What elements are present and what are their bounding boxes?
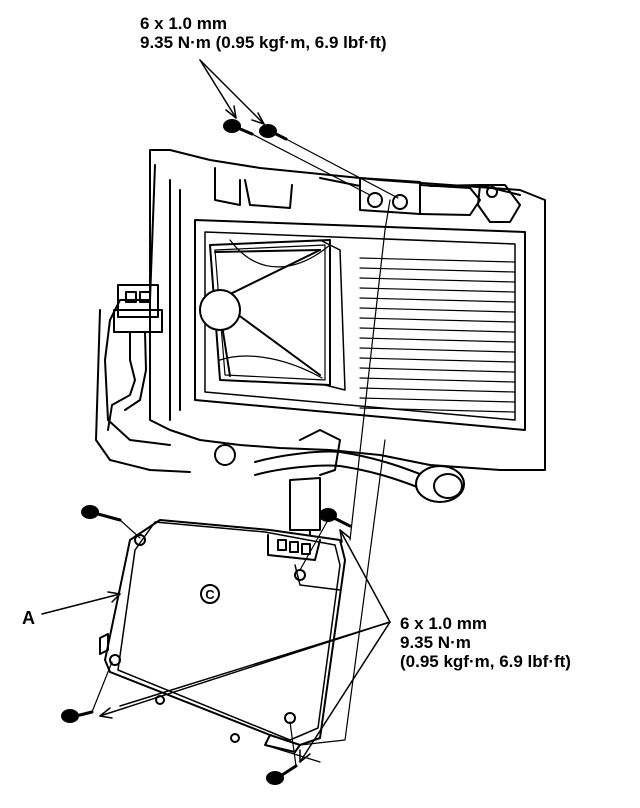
torque-callout-top: 6 x 1.0 mm 9.35 N·m (0.95 kgf·m, 6.9 lbf…: [140, 14, 387, 52]
bracket-bolt-hole-right: [392, 194, 408, 210]
callout-right-arrows: [99, 529, 391, 763]
bolt-icon: [223, 119, 254, 136]
bolt-icon: [259, 124, 288, 141]
torque-spec-right-nm: 9.35 N·m: [400, 633, 471, 652]
guide-lines: [264, 199, 391, 763]
vehicle-body: [95, 149, 546, 473]
wiring-connector: [107, 284, 163, 431]
torque-spec-top: 9.35 N·m (0.95 kgf·m, 6.9 lbf·ft): [140, 33, 387, 52]
vent-housing: [194, 219, 526, 431]
part-a-leader: [41, 591, 121, 615]
bracket-bolt-hole-left: [367, 192, 383, 208]
ecm-bolts: [61, 505, 352, 785]
callout-top-arrows: [199, 59, 265, 125]
torque-spec-right-alt: (0.95 kgf·m, 6.9 lbf·ft): [400, 652, 571, 671]
bolt-size-top: 6 x 1.0 mm: [140, 14, 227, 33]
bolt-icon: [266, 764, 298, 785]
bolt-icon: [61, 709, 94, 723]
upper-bracket: [359, 177, 521, 223]
upper-bolts: [223, 119, 399, 199]
bolt-icon: [81, 505, 122, 522]
bolt-icon: [319, 508, 352, 528]
part-a-label: A: [22, 608, 35, 628]
filter-grille: [359, 257, 516, 413]
torque-callout-right: 6 x 1.0 mm 9.35 N·m (0.95 kgf·m, 6.9 lbf…: [400, 614, 571, 671]
bolt-size-right: 6 x 1.0 mm: [400, 614, 487, 633]
case-mark: [200, 584, 220, 604]
lower-harness: [214, 429, 465, 556]
case-mark-label: C: [205, 587, 215, 602]
